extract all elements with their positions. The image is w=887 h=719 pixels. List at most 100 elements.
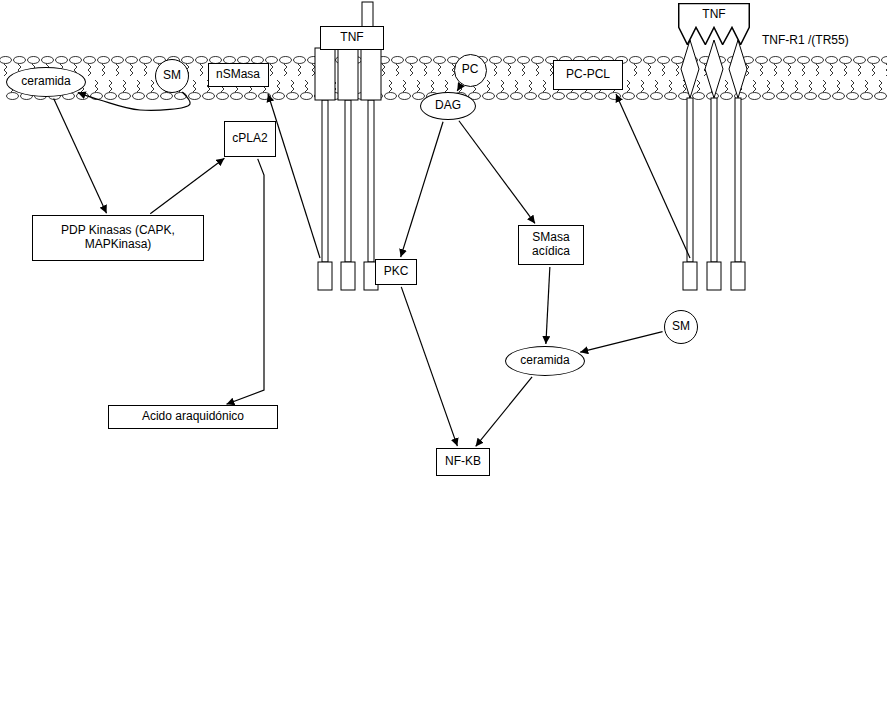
lipid-head xyxy=(105,93,117,100)
lipid-head xyxy=(189,93,201,100)
lipid-head xyxy=(581,93,593,100)
lipid-head xyxy=(756,57,768,64)
kinase-box: PDP Kinasas (CAPK, MAPKinasa) xyxy=(32,215,204,261)
lipid-circle: SM xyxy=(664,310,698,344)
lipid-tail xyxy=(697,80,700,92)
lipid-tail xyxy=(410,64,413,76)
lipid-tail xyxy=(515,80,518,92)
receptor-chains xyxy=(315,2,747,290)
node-text: DAG xyxy=(435,99,461,113)
lipid-head xyxy=(819,93,831,100)
lipid-head xyxy=(133,93,145,100)
lipid-head xyxy=(567,93,579,100)
node-text: SMasa acídica xyxy=(525,231,577,259)
node-text: PC-PCL xyxy=(566,68,610,82)
node-text: PC xyxy=(462,63,479,77)
lipid-tail xyxy=(298,64,301,76)
lipid-tail xyxy=(445,80,448,92)
lipid-head xyxy=(399,93,411,100)
lipid-tail xyxy=(277,80,280,92)
lipid-tail xyxy=(193,80,196,92)
receptor-tail xyxy=(341,262,355,290)
lipid-head xyxy=(833,93,845,100)
lipid-head xyxy=(28,57,40,64)
lipid-head xyxy=(637,93,649,100)
lipid-head xyxy=(7,93,19,100)
lipid-tail xyxy=(116,64,119,76)
lipid-tail xyxy=(109,80,112,92)
lipid-head xyxy=(539,93,551,100)
signal-arrow xyxy=(546,267,550,344)
receptor-stem xyxy=(368,100,374,262)
lipid-tail xyxy=(830,64,833,76)
enzyme-box: SMasa acídica xyxy=(518,225,584,265)
lipid-head xyxy=(798,57,810,64)
lipid-tail xyxy=(634,64,637,76)
lipid-head xyxy=(525,93,537,100)
lipid-head xyxy=(196,57,208,64)
lipid-head xyxy=(112,57,124,64)
lipid-head xyxy=(504,57,516,64)
node-text: SM xyxy=(163,69,181,83)
lipid-head xyxy=(777,93,789,100)
lipid-tail xyxy=(641,80,644,92)
lipid-head xyxy=(518,57,530,64)
lipid-head xyxy=(140,57,152,64)
lipid-ellipse: ceramida xyxy=(505,346,585,376)
lipid-head xyxy=(609,93,621,100)
receptor-stem xyxy=(735,98,741,262)
lipid-tail xyxy=(543,80,546,92)
lipid-tail xyxy=(725,80,728,92)
lipid-ellipse: ceramida xyxy=(6,67,86,97)
lipid-head xyxy=(595,93,607,100)
receptor-tail xyxy=(683,262,697,290)
lipid-head xyxy=(119,93,131,100)
lipid-tail xyxy=(88,64,91,76)
lipid-tail xyxy=(284,64,287,76)
lipid-head xyxy=(749,93,761,100)
receptor-stem xyxy=(711,98,717,262)
lipid-tail xyxy=(200,64,203,76)
lipid-tail xyxy=(774,64,777,76)
lipid-tail xyxy=(501,80,504,92)
lipid-head xyxy=(217,93,229,100)
lipid-tail xyxy=(396,64,399,76)
lipid-tail xyxy=(487,80,490,92)
lipid-head xyxy=(70,57,82,64)
lipid-tail xyxy=(123,80,126,92)
signal-arrow xyxy=(78,92,190,110)
lipid-head xyxy=(847,93,859,100)
lipid-tail xyxy=(417,80,420,92)
receptor-label: TNF-R1 /(TR55) xyxy=(762,33,849,47)
lipid-tail xyxy=(802,64,805,76)
signal-arrow xyxy=(457,86,460,91)
receptor-domain xyxy=(361,48,381,100)
signal-arrow xyxy=(150,158,224,214)
lipid-tail xyxy=(424,64,427,76)
lipid-head xyxy=(665,93,677,100)
node-text: TNF xyxy=(702,8,725,22)
lipid-head xyxy=(161,93,173,100)
lipid-head xyxy=(385,93,397,100)
lipid-head xyxy=(273,93,285,100)
product-box: Acido araquidónico xyxy=(108,405,278,429)
node-text: PKC xyxy=(384,265,409,279)
lipid-head xyxy=(483,93,495,100)
lipid-head xyxy=(840,57,852,64)
lipid-head xyxy=(784,57,796,64)
lipid-head xyxy=(770,57,782,64)
ligand-box: TNF xyxy=(320,26,384,50)
lipid-tail xyxy=(144,64,147,76)
lipid-head xyxy=(658,57,670,64)
receptor-stem xyxy=(345,100,351,262)
lipid-tail xyxy=(781,80,784,92)
lipid-head xyxy=(511,93,523,100)
receptor-domain xyxy=(705,40,723,98)
lipid-head xyxy=(672,57,684,64)
receptor-tail xyxy=(318,262,332,290)
receptor-tail xyxy=(707,262,721,290)
lipid-tail xyxy=(865,80,868,92)
lipid-tail xyxy=(536,64,539,76)
